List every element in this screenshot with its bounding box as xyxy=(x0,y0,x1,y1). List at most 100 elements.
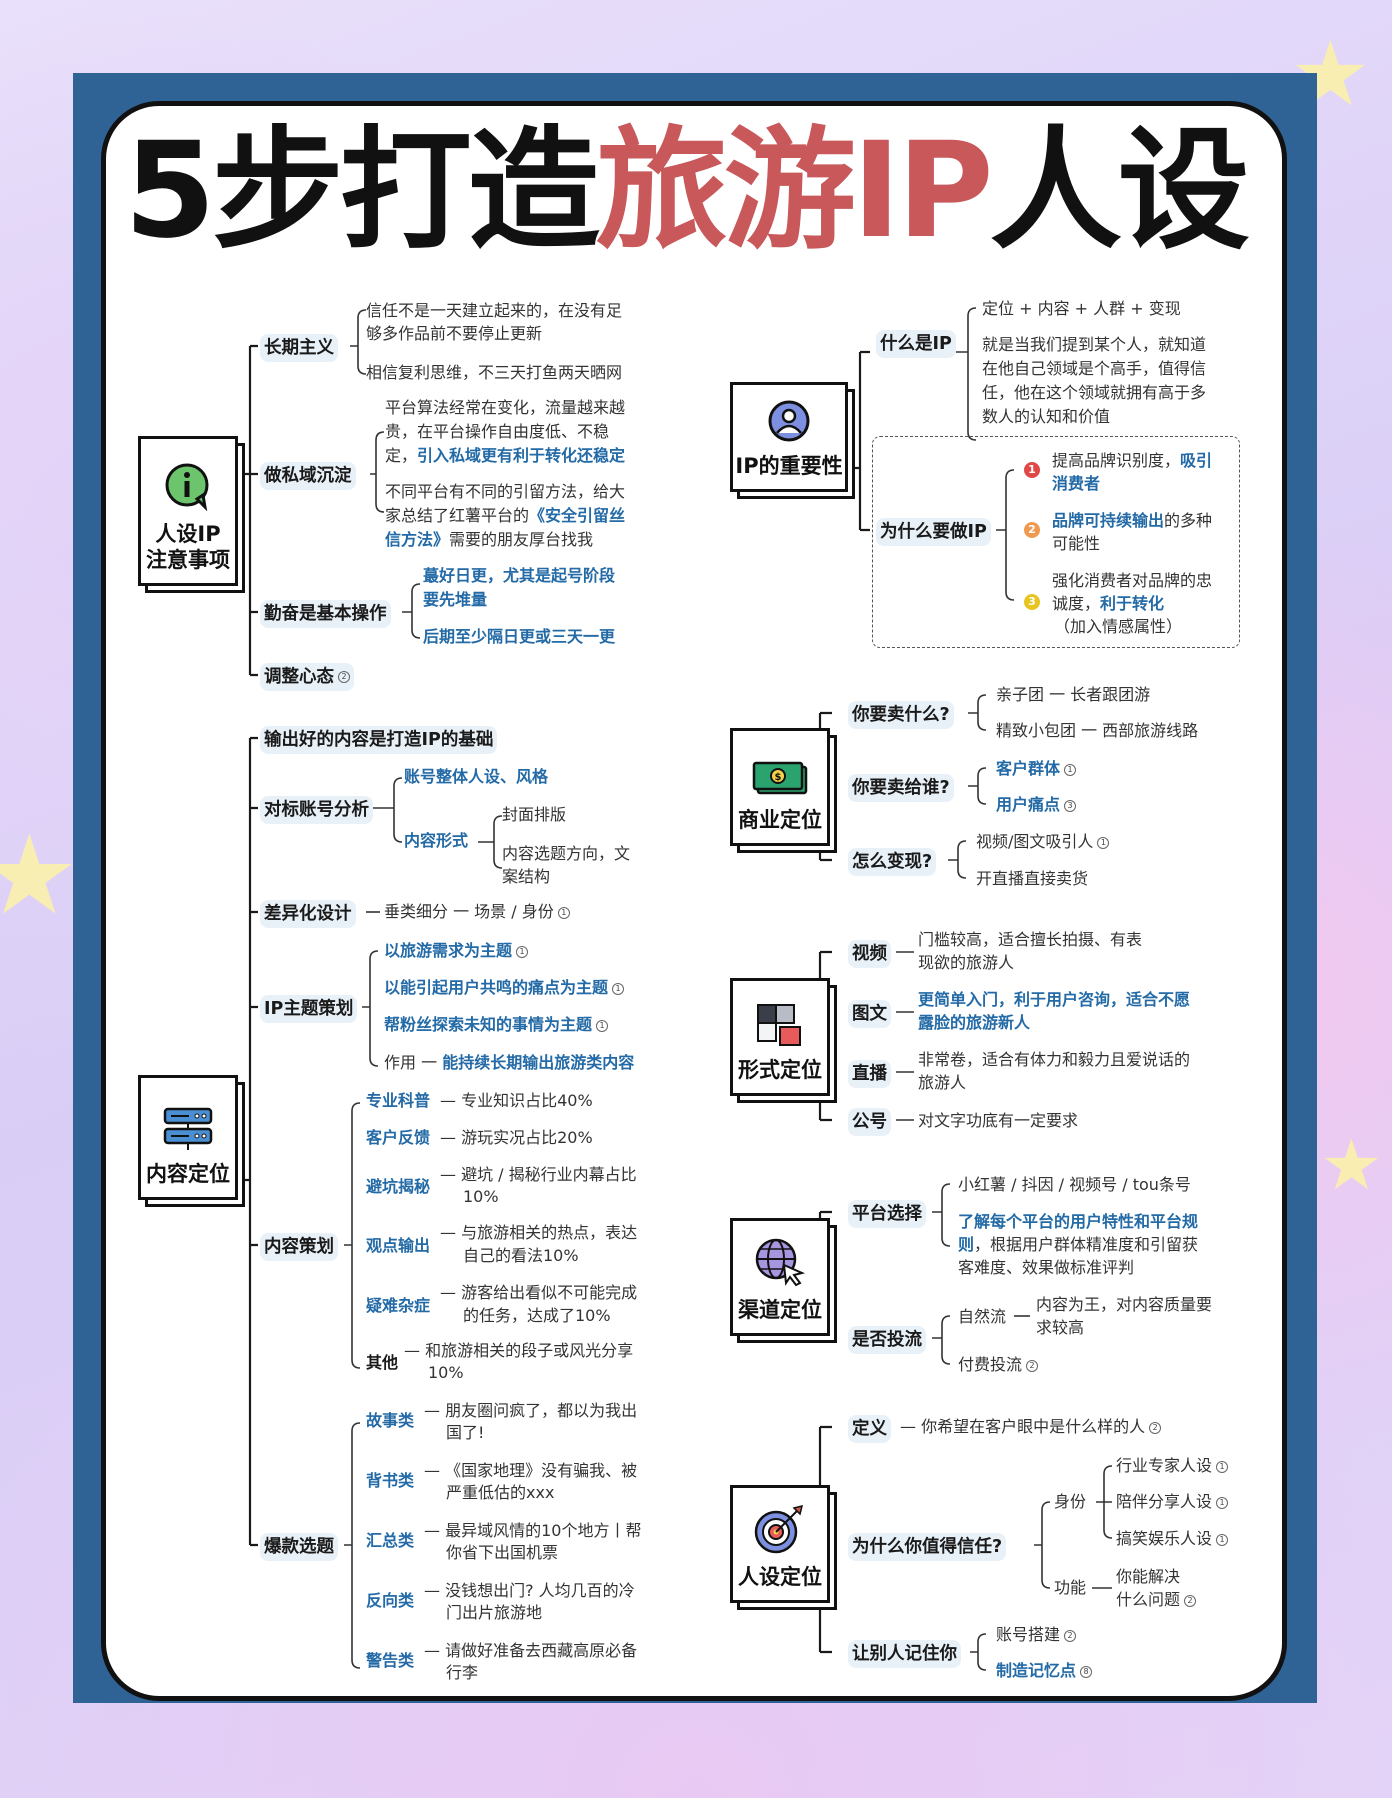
note-count-icon[interactable]: 1 xyxy=(1216,1496,1229,1509)
note-count-icon[interactable]: 1 xyxy=(516,945,529,958)
node-sell-what[interactable]: 你要卖什么? xyxy=(848,701,954,729)
badge-2-icon: 2 xyxy=(1024,522,1040,538)
note-count-icon[interactable]: 2 xyxy=(1026,1359,1039,1372)
planning-key: 避坑揭秘 xyxy=(366,1177,431,1196)
ip-desc: 就是当我们提到某个人，就知道 xyxy=(982,335,1207,354)
note-count-icon[interactable]: 1 xyxy=(612,982,625,995)
viral-value: — 没钱想出门? 人均几百的冷 xyxy=(424,1581,635,1600)
viral-key: 警告类 xyxy=(366,1651,415,1670)
viral-value: — 请做好准备去西藏高原必备 xyxy=(424,1641,638,1660)
node-form-live[interactable]: 直播 xyxy=(848,1060,891,1088)
server-icon xyxy=(163,1107,213,1150)
sell-what-item: 亲子团 一 长者跟团游 xyxy=(996,685,1151,704)
note-count-icon[interactable]: 1 xyxy=(1064,763,1077,776)
planning-key: 观点输出 xyxy=(366,1236,431,1255)
node-why-trust[interactable]: 为什么你值得信任? xyxy=(848,1533,1007,1561)
target-icon xyxy=(754,1504,804,1554)
planning-value: — 和旅游相关的段子或风光分享 xyxy=(404,1341,634,1360)
note-count-icon[interactable]: 2 xyxy=(1064,1629,1077,1642)
private-text-highlight: 引入私域更有利于转化还稳定 xyxy=(417,446,626,465)
node-platform-choice[interactable]: 平台选择 xyxy=(848,1200,926,1228)
planning-value: — 与旅游相关的热点，表达 xyxy=(440,1223,638,1242)
form-item-topic-2: 案结构 xyxy=(502,867,551,886)
viral-value-text: 没钱想出门? 人均几百的冷 xyxy=(445,1581,635,1600)
definition-value: 你希望在客户眼中是什么样的人 xyxy=(921,1417,1146,1436)
node-form-video[interactable]: 视频 xyxy=(848,940,891,968)
badge-3-icon: 3 xyxy=(1024,594,1040,610)
why-text: 的多种 xyxy=(1164,511,1213,530)
platform-desc-highlight: 则 xyxy=(958,1235,975,1254)
node-long-term[interactable]: 长期主义 xyxy=(260,334,338,362)
sell-who-text: 客户群体 xyxy=(996,759,1061,778)
viral-value-text: 朋友圈问疯了，都以为我出 xyxy=(445,1401,638,1420)
viral-value-text: 门出片旅游地 xyxy=(446,1603,543,1622)
private-text-plain: 家总结了红薯平台的 xyxy=(385,506,530,525)
planning-value-text: 的任务，达成了10% xyxy=(463,1306,611,1325)
note-count-icon[interactable]: 1 xyxy=(1216,1533,1229,1546)
node-form-official[interactable]: 公号 xyxy=(848,1108,891,1136)
viral-value: — 最异域风情的10个地方丨帮 xyxy=(424,1521,642,1540)
node-form-image-text[interactable]: 图文 xyxy=(848,1000,891,1028)
private-text: 贵，在平台操作自由度低、不稳 xyxy=(385,422,610,441)
ip-desc: 数人的认知和价值 xyxy=(982,407,1111,426)
monetize-text: 视频/图文吸引人 xyxy=(976,832,1094,851)
why-ip-dashed-box xyxy=(872,436,1240,648)
node-viral-topics[interactable]: 爆款选题 xyxy=(260,1533,338,1561)
planning-value-text: 游玩实况占比20% xyxy=(461,1128,593,1147)
why-highlight: 利于转化 xyxy=(1100,594,1165,613)
note-count-icon[interactable]: 1 xyxy=(557,906,570,919)
node-paid-traffic[interactable]: 是否投流 xyxy=(848,1326,926,1354)
node-what-is-ip[interactable]: 什么是IP xyxy=(876,330,956,358)
node-definition[interactable]: 定义 xyxy=(848,1415,891,1443)
node-content-planning[interactable]: 内容策划 xyxy=(260,1233,338,1261)
platform-desc-text: ，根据用户群体精准度和引留获 xyxy=(974,1235,1199,1254)
node-why-ip[interactable]: 为什么要做IP xyxy=(876,518,991,546)
root-content: 内容定位 xyxy=(138,1075,238,1200)
note-count-icon[interactable]: 1 xyxy=(1097,836,1110,849)
viral-value-text: 最异域风情的10个地方丨帮 xyxy=(445,1521,642,1540)
badge-1-icon: 1 xyxy=(1024,462,1040,478)
note-count-icon[interactable]: 1 xyxy=(1216,1460,1229,1473)
node-content-base[interactable]: 输出好的内容是打造IP的基础 xyxy=(260,726,498,754)
node-remember-you[interactable]: 让别人记住你 xyxy=(848,1640,961,1668)
planning-key: 疑难杂症 xyxy=(366,1296,431,1315)
note-count-icon[interactable]: 1 xyxy=(596,1019,609,1032)
node-ip-theme[interactable]: IP主题策划 xyxy=(260,995,358,1023)
note-count-icon[interactable]: 8 xyxy=(1080,1665,1093,1678)
root-persona: 人设定位 xyxy=(730,1485,830,1603)
form-desc: 旅游人 xyxy=(918,1073,967,1092)
user-avatar-icon xyxy=(768,400,810,442)
long-term-text-3: 相信复利思维，不三天打鱼两天晒网 xyxy=(366,363,623,382)
remember-text: 账号搭建 xyxy=(996,1625,1061,1644)
root-notes-line1: 人设IP xyxy=(155,522,221,546)
root-importance-label: IP的重要性 xyxy=(735,454,843,478)
theme-item-text: 以能引起用户共鸣的痛点为主题 xyxy=(384,978,609,997)
node-private-domain[interactable]: 做私域沉淀 xyxy=(260,462,356,490)
why-reason-3: 诚度，利于转化 xyxy=(1052,593,1164,614)
node-diligent[interactable]: 勤奋是基本操作 xyxy=(260,600,391,628)
benchmark-style: 账号整体人设、风格 xyxy=(404,767,549,786)
viral-value: — 朋友圈问疯了，都以为我出 xyxy=(424,1401,638,1420)
note-count-icon[interactable]: 2 xyxy=(1184,1594,1197,1607)
theme-item-text: 以旅游需求为主题 xyxy=(384,941,513,960)
node-sell-who[interactable]: 你要卖给谁? xyxy=(848,774,954,802)
monetize-text: 开直播直接卖货 xyxy=(976,869,1089,888)
note-count-icon[interactable]: 2 xyxy=(338,671,350,683)
why-highlight: 吸引 xyxy=(1180,451,1213,470)
planning-value-text: 自己的看法10% xyxy=(463,1246,579,1265)
planning-value: — 游玩实况占比20% xyxy=(440,1128,593,1147)
node-benchmark[interactable]: 对标账号分析 xyxy=(260,796,373,824)
why-text: 可能性 xyxy=(1052,534,1101,553)
node-differentiation[interactable]: 差异化设计 xyxy=(260,900,356,928)
note-count-icon[interactable]: 3 xyxy=(1064,799,1077,812)
title-part1: 5步打造 xyxy=(124,114,600,268)
node-monetize[interactable]: 怎么变现? xyxy=(848,848,937,876)
note-count-icon[interactable]: 2 xyxy=(1149,1421,1162,1434)
viral-key: 故事类 xyxy=(366,1411,415,1430)
natural-flow-desc: 内容为王，对内容质量要 xyxy=(1036,1295,1213,1314)
paid-flow-text: 付费投流 xyxy=(958,1355,1023,1374)
diligent-text-1b: 要先堆量 xyxy=(423,590,488,609)
root-notes: 人设IP 注意事项 xyxy=(138,436,238,586)
